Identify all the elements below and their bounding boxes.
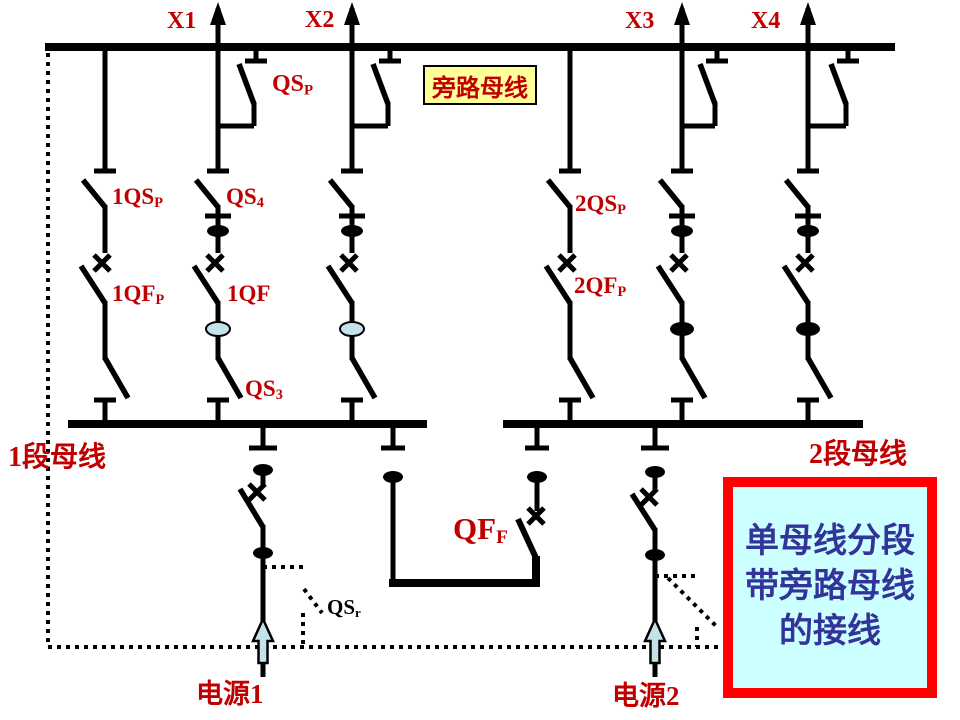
feeder-arrow-icon [210, 2, 226, 25]
feeder-x4 [781, 2, 859, 422]
source-1-incomer [237, 428, 324, 677]
ct-ellipse [205, 321, 231, 337]
breaker-x-icon [795, 253, 815, 273]
ct-ellipse [339, 321, 365, 337]
label-section-bus-2: 2段母线 [809, 439, 908, 470]
breaker-x-icon [92, 253, 112, 273]
breaker-x-icon [339, 253, 359, 273]
feeder-x3 [655, 2, 728, 422]
label-source-1: 电源1 [196, 679, 264, 709]
label-qs4: QS4 [226, 184, 264, 212]
label-feeder-x4: X4 [751, 8, 781, 34]
breaker-x-icon [247, 482, 267, 502]
ct-dot [797, 225, 819, 237]
feeder-x2 [325, 2, 401, 422]
breaker-x-icon [669, 253, 689, 273]
title-line-2: 带旁路母线 [745, 568, 915, 606]
bypass-branch [808, 48, 859, 129]
bypass-branch-qsp [218, 48, 267, 129]
label-qs3: QS3 [245, 376, 283, 404]
breaker-x-icon [639, 487, 659, 507]
bus-tie-qff [381, 428, 549, 587]
ct-dot [671, 225, 693, 237]
breaker-x-icon [205, 253, 225, 273]
breaker-x-icon [526, 506, 546, 526]
ct-dot [796, 322, 820, 336]
label-1qfp: 1QFP [112, 281, 165, 309]
bypass-bus-label: 旁路母线 [432, 75, 528, 102]
title-box: 单母线分段 带旁路母线 的接线 [723, 477, 937, 698]
label-feeder-x3: X3 [625, 8, 655, 34]
ct-dot [645, 549, 665, 561]
breaker-x-icon [557, 253, 577, 273]
title-line-3: 的接线 [779, 612, 881, 650]
label-2qfp: 2QFP [574, 273, 627, 301]
feeder-arrow-icon [344, 2, 360, 25]
ct-dot [207, 225, 229, 237]
ct-dot [670, 322, 694, 336]
label-feeder-x2: X2 [305, 7, 335, 33]
label-section-bus-1: 1段母线 [8, 442, 107, 473]
title-line-1: 单母线分段 [745, 523, 915, 561]
bypass-branch [352, 48, 401, 129]
bypass-jumper-1 [78, 45, 131, 422]
bypass-bus-label-box: 旁路母线 [423, 65, 537, 105]
label-1qsp: 1QSP [112, 184, 163, 212]
source-arrow-icon [643, 615, 667, 665]
feeder-arrow-icon [800, 2, 816, 25]
label-qff: QFF [453, 511, 508, 549]
ct-dot [253, 547, 273, 559]
label-2qsp: 2QSP [575, 191, 626, 219]
qsr-dotted-branch [655, 574, 719, 647]
source-arrow-icon [251, 615, 275, 665]
bypass-jumper-2 [543, 45, 596, 422]
label-source-2: 电源2 [612, 681, 680, 711]
feeder-x1 [191, 2, 267, 422]
label-qsp: QSP [272, 71, 314, 99]
label-1qf: 1QF [227, 281, 271, 306]
label-feeder-x1: X1 [167, 8, 197, 34]
label-qsr: QSr [327, 595, 361, 620]
feeder-arrow-icon [674, 2, 690, 25]
bypass-branch [682, 48, 728, 129]
dotted-bypass-link [46, 53, 722, 649]
ct-dot [341, 225, 363, 237]
source-2-incomer [629, 428, 719, 677]
qsr-dotted-branch [263, 565, 324, 647]
